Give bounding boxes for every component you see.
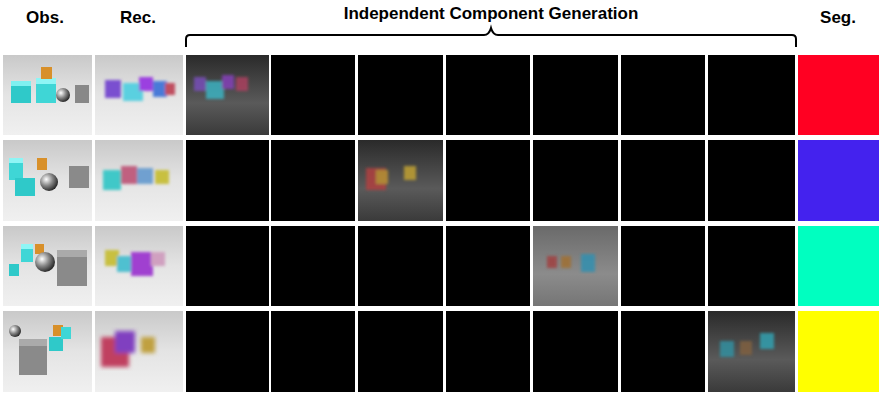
column-header: Seg. [820,8,856,28]
column-header: Rec. [120,8,156,28]
column-header: Obs. [26,8,64,28]
group-header: Independent Component Generation [344,4,639,24]
